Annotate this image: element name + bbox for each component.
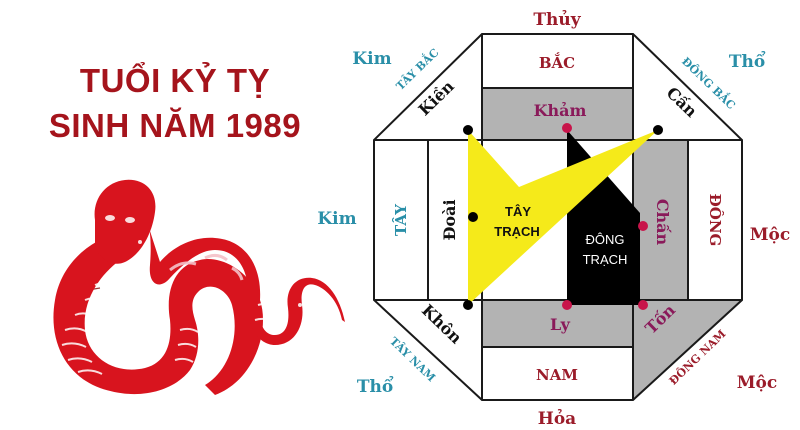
trigram-northeast: Cấn <box>663 83 701 121</box>
direction-north: BẮC <box>539 52 575 72</box>
dot-khảm <box>562 123 572 133</box>
east-group-label-1: ĐÔNG <box>586 232 625 247</box>
element-southwest: Thổ <box>357 375 394 397</box>
dot-tốn <box>638 300 648 310</box>
trigram-northwest: Kiền <box>415 76 459 119</box>
bagua-octagon <box>373 33 743 401</box>
element-northwest: Kim <box>352 49 391 69</box>
trigram-north: Khảm <box>534 101 587 120</box>
title-line-1: TUỔI KỶ TỴ <box>79 62 271 99</box>
title-line-2: SINH NĂM 1989 <box>48 107 302 144</box>
snake-illustration <box>53 179 345 395</box>
direction-west: TÂY <box>392 204 410 236</box>
khảm-cell <box>482 88 633 140</box>
trigram-south: Ly <box>550 315 571 334</box>
chấn-cell <box>633 140 688 300</box>
dot-kiền <box>463 125 473 135</box>
element-east: Mộc <box>750 225 791 245</box>
west-group-shape <box>468 130 658 305</box>
ly-cell <box>482 300 633 347</box>
west-group-label-1: TÂY <box>505 204 531 219</box>
east-group-label-2: TRẠCH <box>583 252 628 267</box>
trigram-east: Chấn <box>653 199 672 246</box>
element-west: Kim <box>317 209 356 229</box>
direction-southwest: TÂY NAM <box>387 334 438 384</box>
trigram-west: Đoài <box>440 199 459 240</box>
dot-chấn <box>638 221 648 231</box>
dot-ly <box>562 300 572 310</box>
west-group-label-2: TRẠCH <box>494 224 540 239</box>
element-southeast: Mộc <box>737 373 778 393</box>
dot-đoài <box>468 212 478 222</box>
dot-khôn <box>463 300 473 310</box>
element-northeast: Thổ <box>729 50 766 72</box>
trigram-southwest: Khôn <box>418 301 466 348</box>
direction-south: NAM <box>536 366 578 384</box>
element-north: Thủy <box>533 10 581 30</box>
direction-east: ĐÔNG <box>706 194 724 247</box>
element-south: Hỏa <box>538 409 576 429</box>
dot-cấn <box>653 125 663 135</box>
